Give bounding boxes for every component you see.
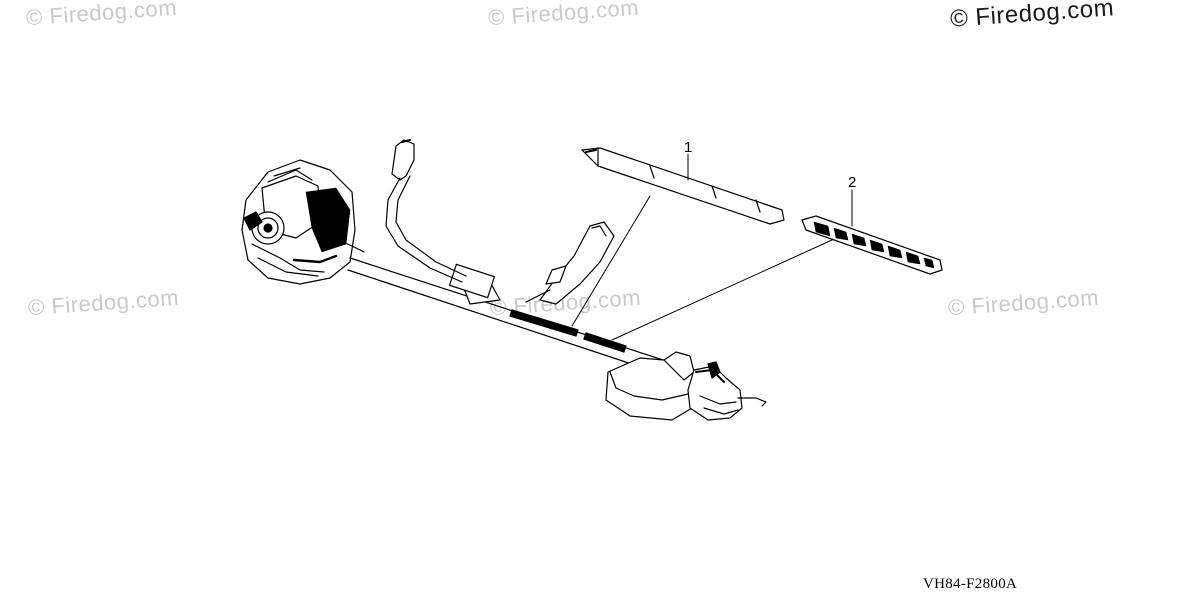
callout-1: 1 <box>684 139 692 156</box>
callout-2: 2 <box>848 174 856 191</box>
main-shaft <box>347 257 701 385</box>
engine-power-head <box>241 159 365 285</box>
diagram-code: VH84-F2800A <box>923 576 1018 592</box>
rear-grip <box>525 221 615 305</box>
loop-handle <box>385 139 467 283</box>
part-2-brand-decal <box>801 215 943 275</box>
leader-1-line <box>571 195 651 327</box>
trimmer-head <box>605 351 767 421</box>
leader-2-line <box>611 239 833 341</box>
leader-lines <box>571 153 853 341</box>
part-1-shaft-decal <box>581 147 785 225</box>
